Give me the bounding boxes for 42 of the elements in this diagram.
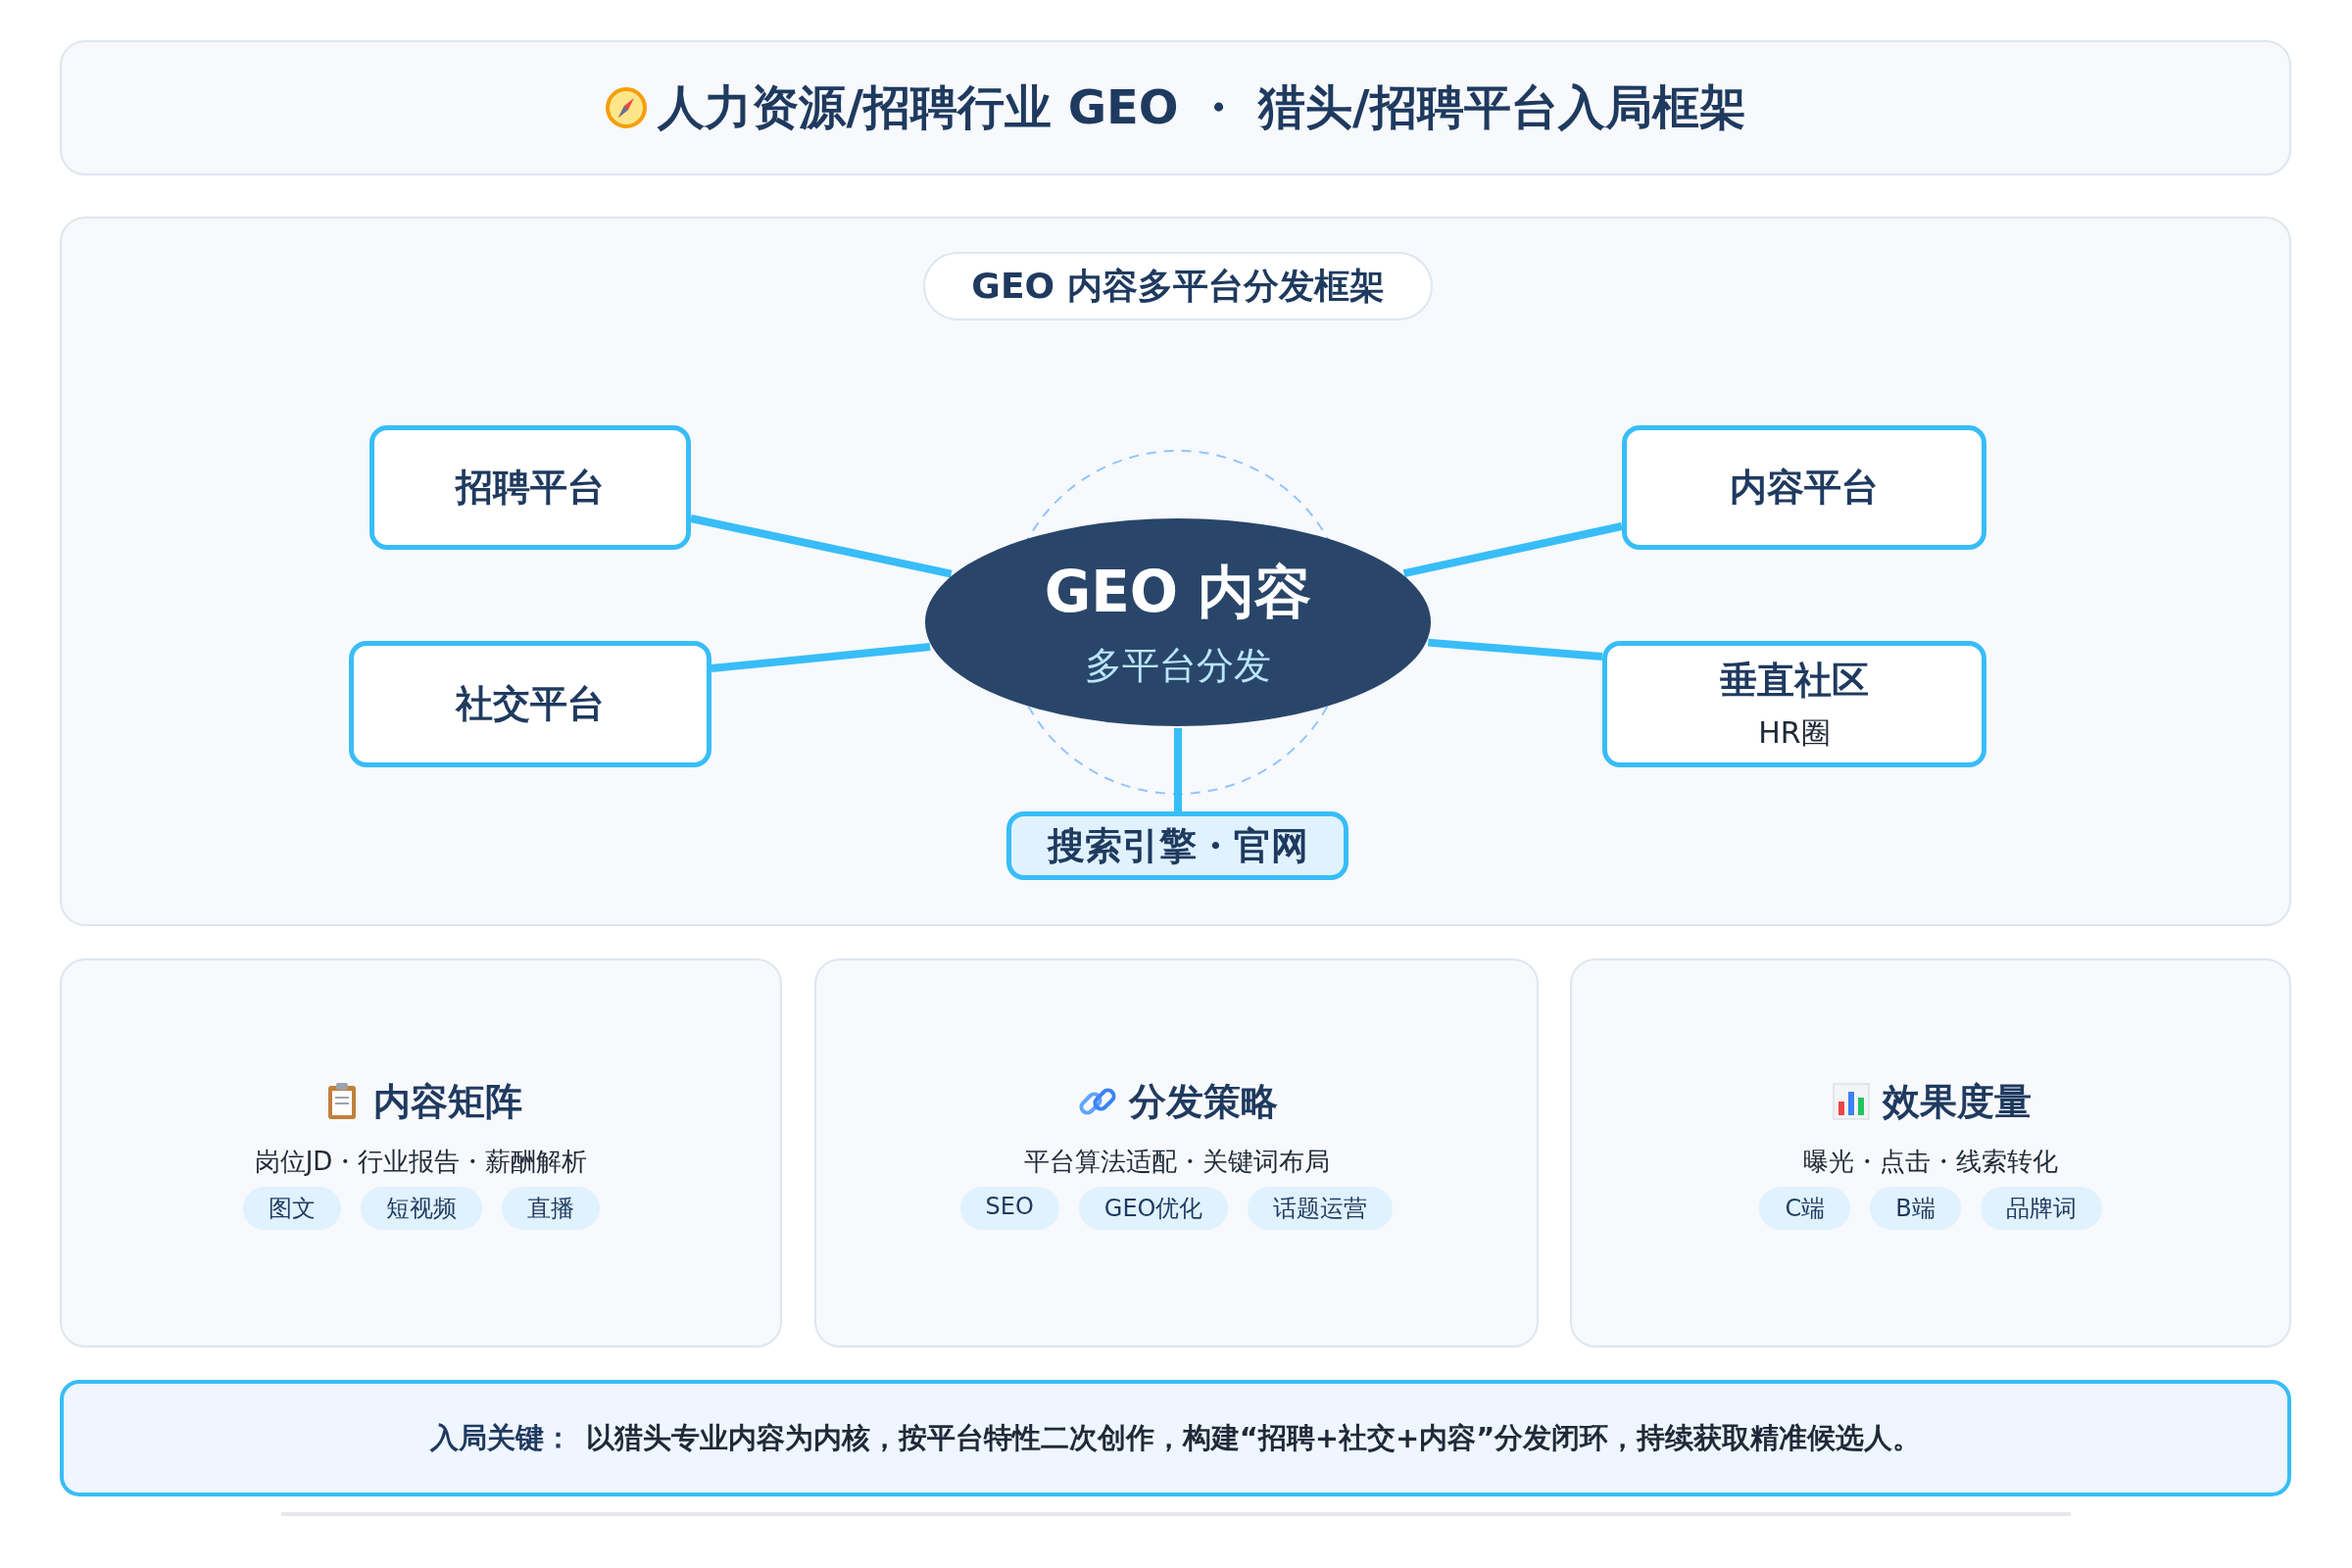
connector-line — [710, 643, 931, 672]
tag-chip: 图文 — [242, 1186, 341, 1230]
platform-box — [369, 425, 691, 550]
tag-chip: 品牌词 — [1980, 1186, 2102, 1230]
card-heading: 效果度量 — [1883, 1078, 2032, 1125]
card-description: 平台算法适配・关键词布局 — [1023, 1145, 1330, 1178]
platform-name: 内容平台 — [1730, 465, 1879, 511]
card-heading: 分发策略 — [1128, 1078, 1278, 1125]
connector-line — [1402, 522, 1623, 578]
tag-chip: SEO — [959, 1186, 1059, 1230]
category-card — [814, 958, 1539, 1348]
platform-examples: HR圈 — [1758, 713, 1831, 752]
card-description: 曝光・点击・线索转化 — [1803, 1145, 2058, 1178]
platform-box — [1006, 811, 1348, 880]
connector-line — [690, 514, 953, 578]
category-card — [1570, 958, 2291, 1348]
platform-name: 搜索引擎・官网 — [1047, 822, 1308, 869]
category-card — [60, 958, 782, 1348]
platform-box — [1622, 425, 1986, 550]
tag-chip: B端 — [1870, 1186, 1961, 1230]
key-note-text: 以猎头专业内容为内核，按平台特性二次创作，构建“招聘+社交+内容”分发闭环，持续获取精准候选人。 — [585, 1419, 1922, 1456]
framework-panel — [60, 217, 2291, 926]
hub-ellipse — [923, 516, 1433, 728]
platform-name: 垂直社区 — [1720, 657, 1869, 704]
title: 人力资源/招聘行业 GEO ・ 猎头/招聘平台入局框架 — [658, 78, 1746, 136]
hub-subtitle: 多平台分发 — [1085, 642, 1271, 689]
tag-chip: 话题运营 — [1248, 1186, 1394, 1230]
tag-chip: C端 — [1759, 1186, 1851, 1230]
card-heading: 内容矩阵 — [372, 1078, 522, 1125]
platform-box — [1602, 641, 1986, 767]
key-note-label: 入局关键： — [429, 1419, 572, 1456]
hub-title: GEO 内容 — [1044, 557, 1312, 627]
connector-line — [1427, 638, 1603, 661]
tag-chip: GEO优化 — [1078, 1186, 1229, 1230]
platform-box — [349, 641, 711, 767]
platform-name: 招聘平台 — [456, 465, 605, 511]
card-description: 岗位JD・行业报告・薪酬解析 — [254, 1145, 588, 1178]
platform-name: 社交平台 — [456, 681, 605, 727]
key-note-box — [60, 1380, 2291, 1496]
section-heading: GEO 内容多平台分发框架 — [923, 252, 1433, 320]
tag-chip: 短视频 — [360, 1186, 482, 1230]
tag-chip: 直播 — [501, 1186, 600, 1230]
